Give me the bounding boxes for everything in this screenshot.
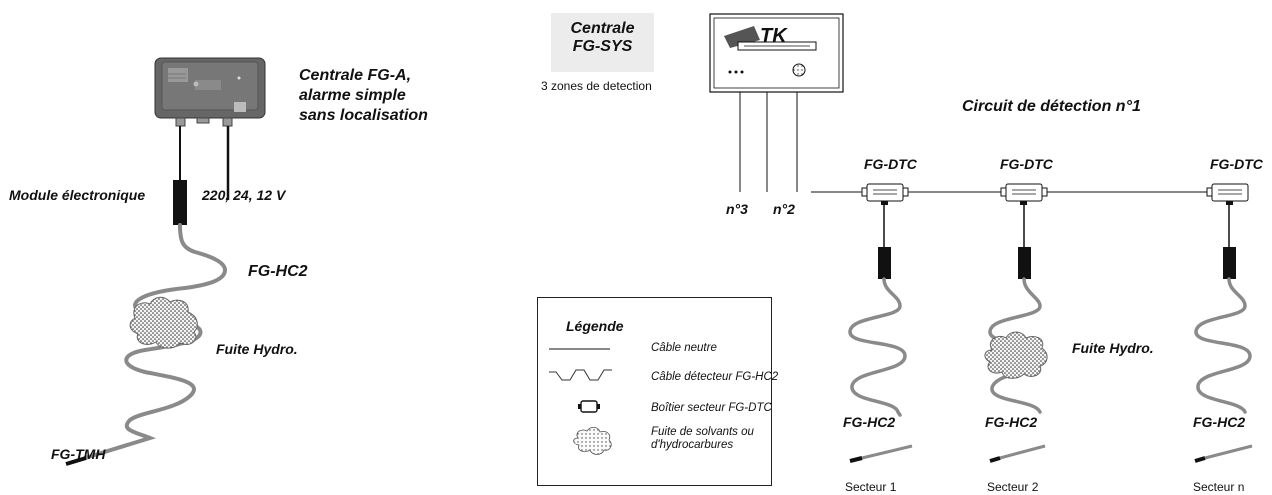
fg-a-title-line1: Centrale FG-A, xyxy=(299,67,412,84)
fg-tmh-label: FG-TMH xyxy=(51,446,106,462)
sector1-fg-hc2-cable xyxy=(848,277,907,417)
fg-sys-title-line2: FG-SYS xyxy=(572,38,633,55)
dtc-box-1 xyxy=(861,183,909,205)
power-label: 220, 24, 12 V xyxy=(202,187,286,203)
sectorn-cable-label: FG-HC2 xyxy=(1193,414,1246,430)
sector2-leak-blob xyxy=(984,331,1048,379)
fg-sys-title-box: Centrale FG-SYS xyxy=(551,13,654,72)
sector1-terminator xyxy=(849,456,863,463)
left-leak-label: Fuite Hydro. xyxy=(216,341,298,357)
left-cable-label: FG-HC2 xyxy=(248,263,308,280)
sector1-label: Secteur 1 xyxy=(845,480,897,494)
sectorn-fg-hc2-cable xyxy=(1194,277,1252,414)
sectorn-module xyxy=(1223,247,1236,279)
sector2-module xyxy=(1018,247,1031,279)
sectorn-label: Secteur n xyxy=(1193,480,1245,494)
zones-label: 3 zones de detection xyxy=(541,79,652,93)
left-fg-hc2-cable xyxy=(83,223,228,460)
sector1-cable-label: FG-HC2 xyxy=(843,414,896,430)
dtc-label-3: FG-DTC xyxy=(1210,156,1263,172)
sectorn-terminator xyxy=(1194,456,1206,463)
zone3-label: n°3 xyxy=(726,201,748,217)
dtc-label-2: FG-DTC xyxy=(1000,156,1053,172)
legend-item-detector-cable: Câble détecteur FG-HC2 xyxy=(651,371,779,383)
circuit-title: Circuit de détection n°1 xyxy=(962,98,1141,115)
fg-sys-logo: TK xyxy=(760,25,788,47)
legend-item-leak: Fuite de solvants ou d'hydrocarbures xyxy=(651,426,754,451)
sector2-terminator xyxy=(989,456,1001,463)
detector-cable-icon xyxy=(549,369,612,381)
sector2-label: Secteur 2 xyxy=(987,480,1039,494)
sector2-cable-label: FG-HC2 xyxy=(985,414,1038,430)
fg-sys-central-unit xyxy=(709,13,844,93)
leak-icon xyxy=(573,426,612,455)
sys-leak-label: Fuite Hydro. xyxy=(1072,340,1154,356)
dtc-label-1: FG-DTC xyxy=(864,156,917,172)
dtc-box-icon xyxy=(578,400,600,413)
fg-a-title-line3: sans localisation xyxy=(299,107,428,124)
legend-item-dtc-box: Boîtier secteur FG-DTC xyxy=(651,402,772,414)
fg-a-title-line2: alarme simple xyxy=(299,87,406,104)
left-leak-blob xyxy=(129,296,198,349)
legend-box xyxy=(537,297,772,486)
legend-item-neutral-cable: Câble neutre xyxy=(651,342,717,354)
zone2-label: n°2 xyxy=(773,201,795,217)
electronic-module xyxy=(173,180,187,225)
sector1-module xyxy=(878,247,891,279)
dtc-box-2 xyxy=(1000,183,1048,205)
fg-tmh-terminator xyxy=(65,456,87,466)
legend-title: Légende xyxy=(566,318,624,334)
dtc-box-3 xyxy=(1206,183,1249,205)
fg-sys-title-line1: Centrale xyxy=(570,20,635,37)
fg-a-central-unit xyxy=(154,57,266,127)
module-label: Module électronique xyxy=(9,187,146,203)
